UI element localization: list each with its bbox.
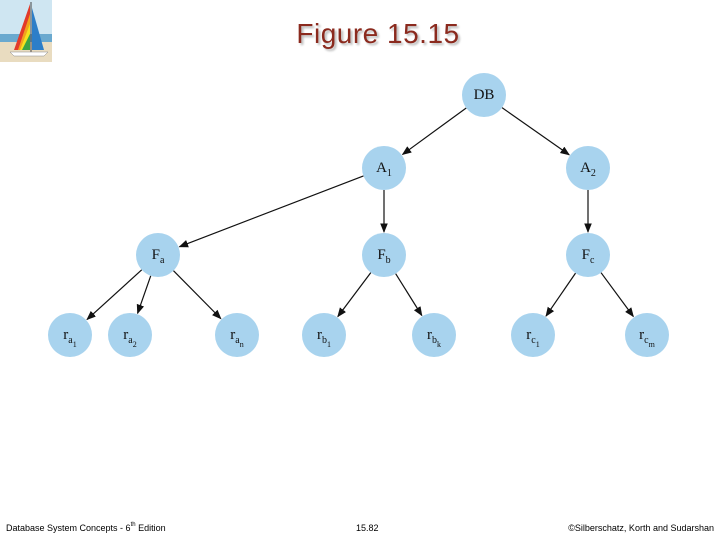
- node-label-DB: DB: [474, 87, 495, 103]
- edge-Fb-rbk: [395, 273, 423, 317]
- node-circle-rb1: [302, 313, 346, 357]
- node-rc1: rc1: [511, 313, 555, 357]
- node-label-rb1: rb1: [317, 327, 331, 349]
- footer-edition-sup: th: [130, 522, 136, 528]
- node-circle-ra1: [48, 313, 92, 357]
- node-Fa: Fa: [136, 233, 180, 277]
- footer-book-title-text: Database System Concepts - 6: [6, 523, 131, 533]
- node-label-ra1: ra1: [63, 327, 76, 349]
- node-label-ran: ran: [230, 327, 243, 349]
- node-ra2: ra2: [108, 313, 152, 357]
- edge-Fc-rc1: [545, 272, 577, 317]
- node-Fc: Fc: [566, 233, 610, 277]
- node-rb1: rb1: [302, 313, 346, 357]
- footer-copyright: ©Silberschatz, Korth and Sudarshan: [568, 523, 714, 533]
- node-label-ra2: ra2: [123, 327, 136, 349]
- edge-Fa-ran: [173, 270, 222, 320]
- node-rbk: rbk: [412, 313, 456, 357]
- edge-Fb-rb1: [337, 272, 372, 318]
- node-ran: ran: [215, 313, 259, 357]
- node-circle-A2: [566, 146, 610, 190]
- node-label-Fa: Fa: [152, 247, 165, 266]
- node-circle-rbk: [412, 313, 456, 357]
- edge-DB-A2: [501, 107, 570, 156]
- node-A2: A2: [566, 146, 610, 190]
- node-DB: DB: [462, 73, 506, 117]
- footer-edition-suffix: Edition: [135, 523, 166, 533]
- node-circle-Fc: [566, 233, 610, 277]
- node-A1: A1: [362, 146, 406, 190]
- node-label-rbk: rbk: [427, 327, 441, 349]
- node-circle-rcm: [625, 313, 669, 357]
- node-circle-Fb: [362, 233, 406, 277]
- node-circle-Fa: [136, 233, 180, 277]
- node-circle-DB: [462, 73, 506, 117]
- edge-Fa-ra2: [136, 275, 152, 315]
- node-label-rcm: rcm: [639, 327, 655, 349]
- node-ra1: ra1: [48, 313, 92, 357]
- node-label-rc1: rc1: [526, 327, 539, 349]
- node-circle-ran: [215, 313, 259, 357]
- node-Fb: Fb: [362, 233, 406, 277]
- node-rcm: rcm: [625, 313, 669, 357]
- edge-A1-Fa: [178, 175, 364, 248]
- page-title: Figure 15.15: [296, 18, 460, 49]
- sailboat-logo: [0, 0, 52, 62]
- node-label-Fb: Fb: [377, 247, 390, 266]
- node-label-Fc: Fc: [582, 247, 595, 266]
- footer-page-number: 15.82: [356, 523, 379, 533]
- node-circle-A1: [362, 146, 406, 190]
- edge-Fc-rcm: [600, 272, 634, 318]
- footer-book-title: Database System Concepts - 6th Edition: [6, 522, 166, 533]
- node-label-A2: A2: [580, 160, 596, 179]
- edge-Fa-ra1: [86, 269, 143, 321]
- edge-DB-A1: [401, 107, 467, 156]
- node-circle-ra2: [108, 313, 152, 357]
- node-label-A1: A1: [376, 160, 392, 179]
- node-circle-rc1: [511, 313, 555, 357]
